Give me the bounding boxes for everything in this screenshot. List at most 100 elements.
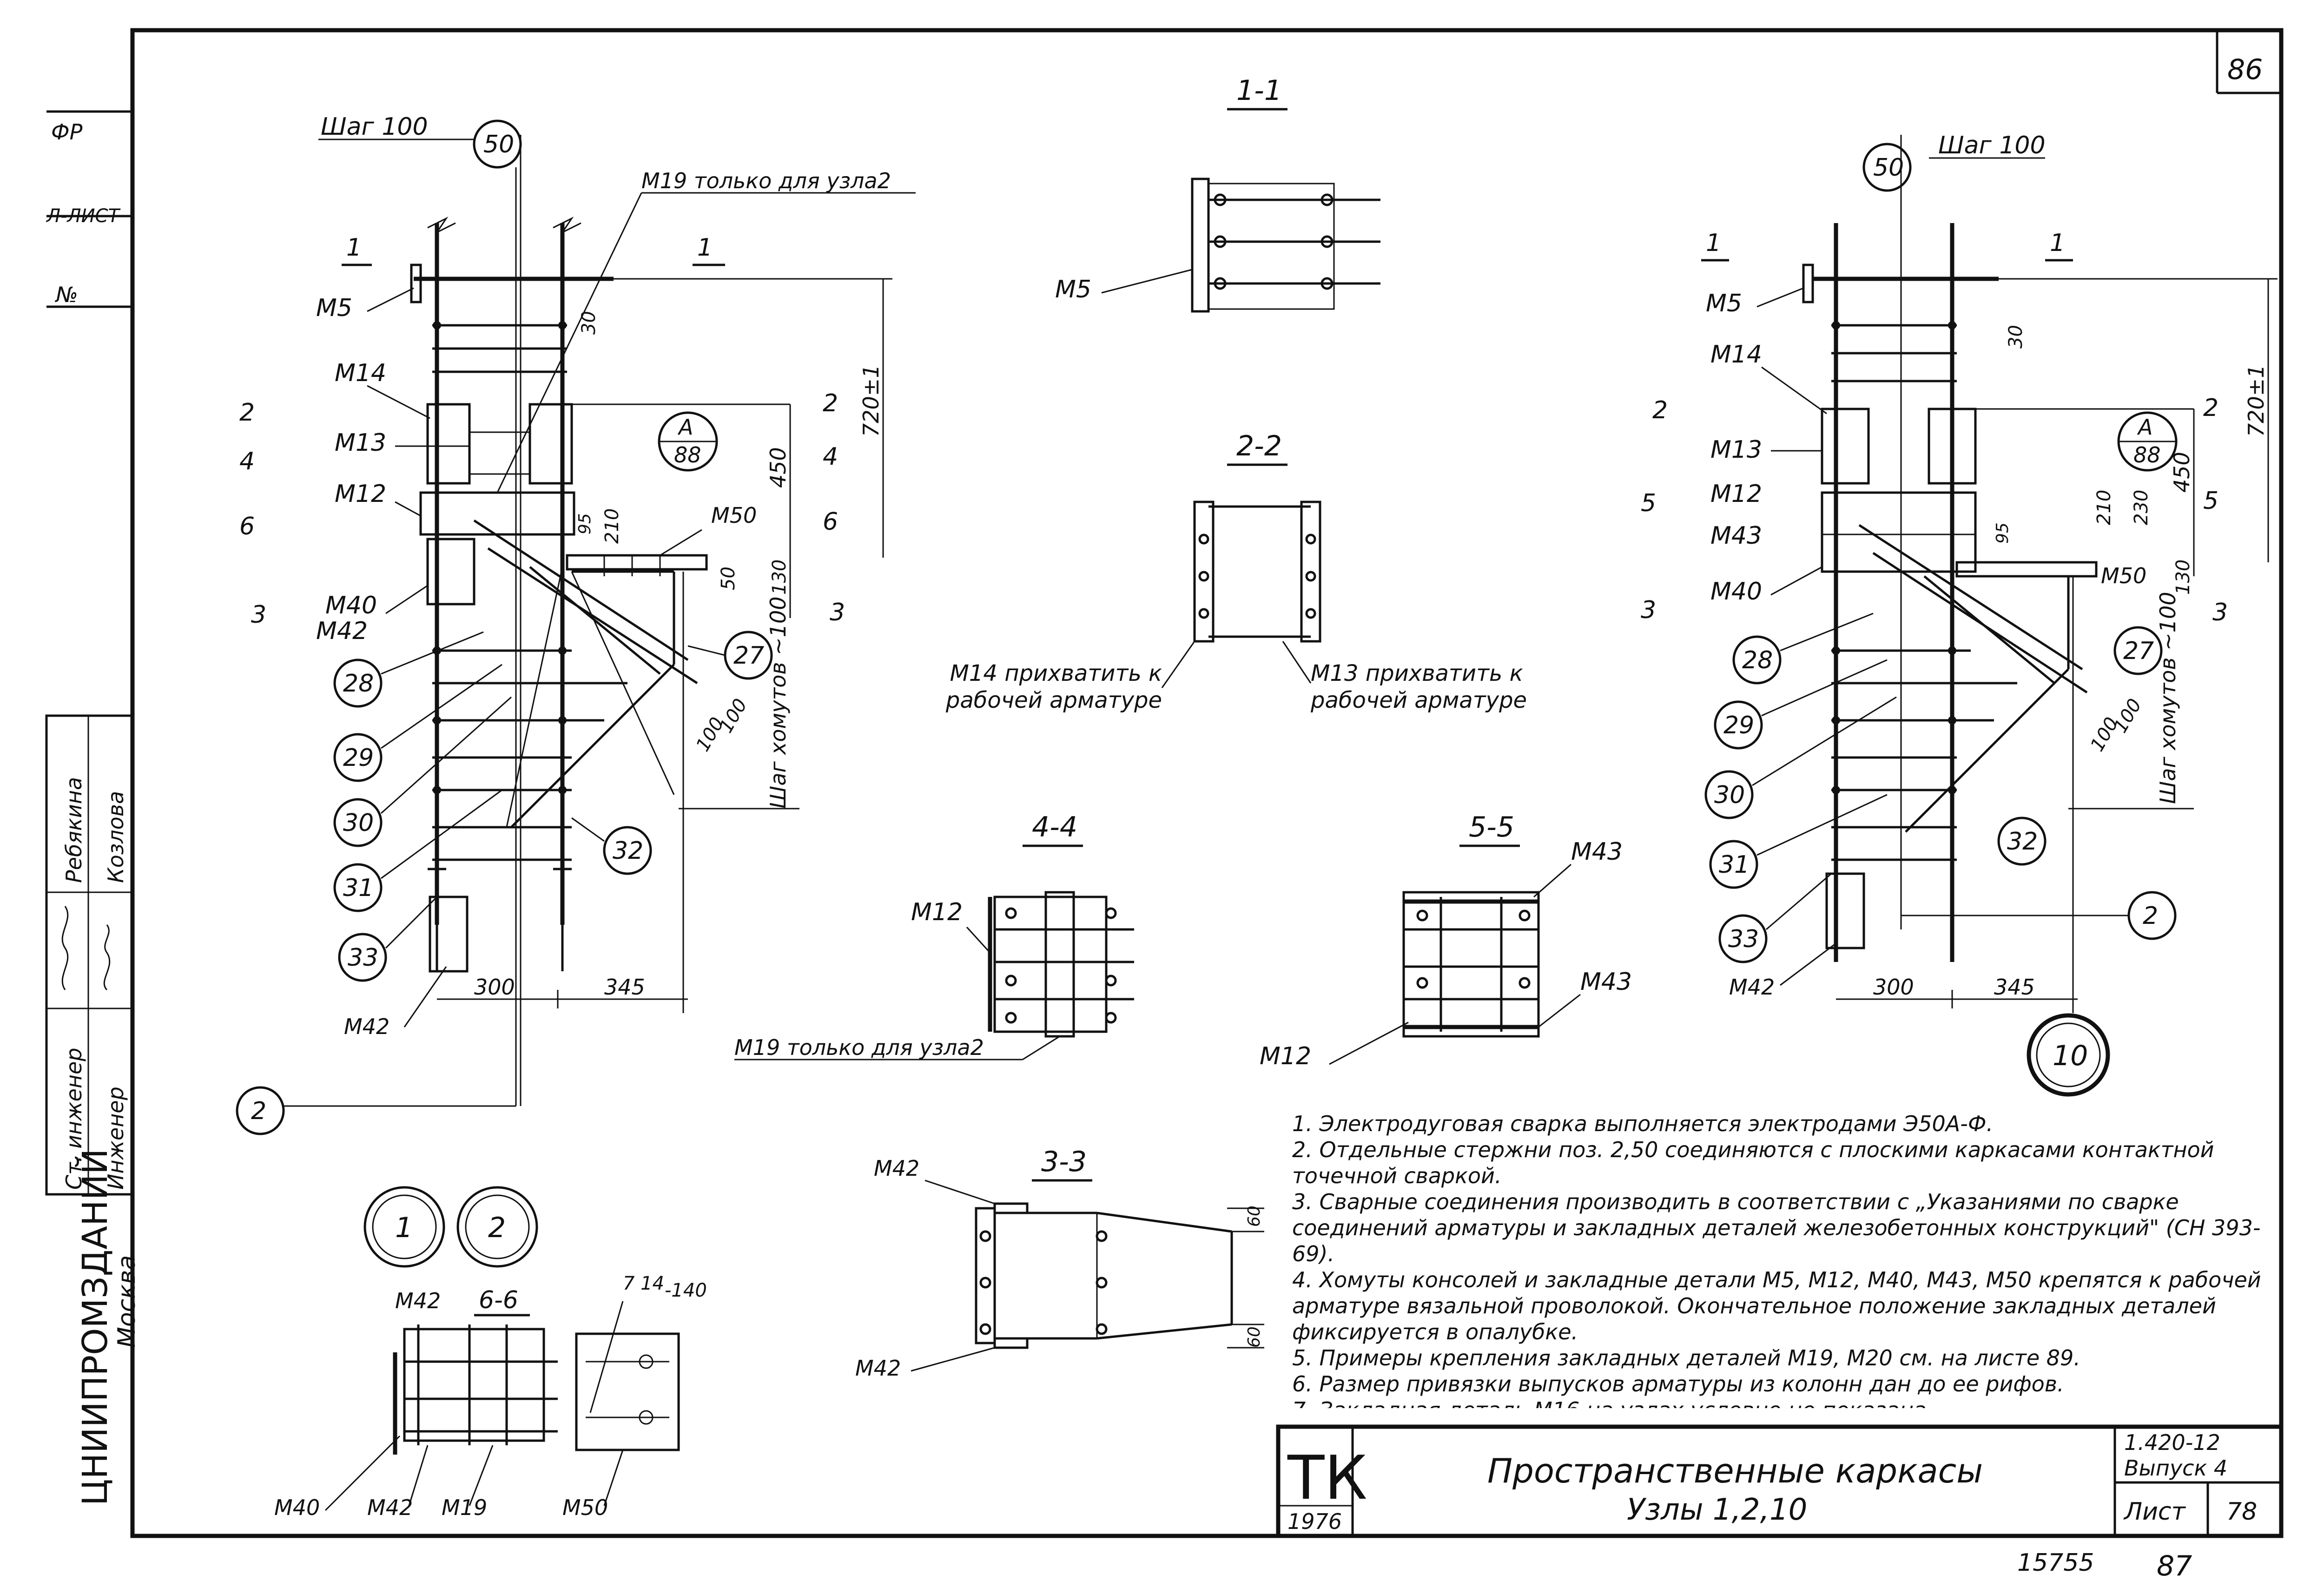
svg-text:М19: М19: [442, 1495, 487, 1520]
svg-text:М13: М13: [1710, 436, 1762, 464]
label-shag-hom-right: Шаг хомутов ~100: [2155, 592, 2180, 804]
name-rebyakina: Ребякина: [61, 777, 86, 883]
org-name: ЦНИИПРОМЗДАНИЙ: [74, 1149, 115, 1506]
label-shag100-left: Шаг 100: [321, 113, 428, 141]
svg-text:30: 30: [343, 809, 374, 837]
margin-label-list: Л-ЛИСТ: [46, 205, 121, 227]
svg-text:М40: М40: [274, 1495, 320, 1520]
svg-text:33: 33: [348, 944, 378, 972]
note-4: 4. Хомуты консолей и закладные детали М5…: [1292, 1267, 2261, 1344]
svg-text:5: 5: [1641, 489, 1656, 517]
svg-text:27: 27: [2123, 637, 2154, 665]
label-m5-left: М5: [316, 294, 352, 322]
note-1: 1. Электродуговая сварка выполняется эле…: [1292, 1111, 1994, 1136]
notes-block: 1. Электродуговая сварка выполняется эле…: [1292, 1111, 2273, 1408]
svg-text:М43: М43: [1710, 522, 1762, 550]
label-m19-uzel2-left: М19 только для узла2: [641, 168, 891, 193]
label-m14-left: М14: [335, 359, 386, 387]
svg-text:6: 6: [239, 513, 255, 540]
svg-text:М42: М42: [855, 1356, 901, 1381]
svg-text:300: 300: [474, 975, 515, 1000]
svg-text:2-2: 2-2: [1236, 430, 1282, 462]
note-5: 5. Примеры крепления закладных деталей М…: [1292, 1345, 2080, 1370]
svg-text:6: 6: [823, 508, 838, 536]
label-m13-privatit: М13 прихватить к рабочей арматуре: [1311, 660, 1527, 713]
svg-text:210: 210: [2093, 490, 2115, 525]
org-city: Москва: [113, 1255, 141, 1348]
svg-text:2: 2: [2143, 902, 2158, 930]
callouts-right: 27 28 29 30 31 32 33 2 10: [1704, 613, 2177, 1097]
section-6-6: 1 2 6-6 М42 7 14 -140 М40 М42 М19 М50: [274, 1186, 707, 1520]
label-m12-left: М12: [335, 480, 386, 508]
svg-text:2: 2: [2203, 394, 2218, 422]
callout-50-right: 50: [1873, 154, 1904, 182]
page-number: 86: [2227, 53, 2263, 86]
detail-bubble-a88-right: [2117, 411, 2178, 472]
title-block: ТК 1976 Пространственные каркасы Узлы 1,…: [1276, 1424, 2284, 1538]
svg-text:1: 1: [2050, 229, 2065, 257]
svg-text:88: 88: [2133, 442, 2161, 468]
svg-text:88: 88: [674, 442, 701, 468]
svg-text:450: 450: [766, 447, 791, 488]
svg-text:4: 4: [823, 443, 838, 471]
svg-text:М12: М12: [911, 898, 963, 926]
section-5-5: 5-5 М43 М43 М12: [1260, 811, 1632, 1070]
svg-text:230: 230: [2131, 490, 2152, 525]
svg-text:30: 30: [578, 311, 600, 335]
note-2: 2. Отдельные стержни поз. 2,50 соединяют…: [1292, 1137, 2214, 1188]
svg-text:130: 130: [769, 560, 790, 595]
svg-text:М40: М40: [1710, 578, 1762, 606]
svg-text:4-4: 4-4: [1032, 811, 1077, 843]
svg-text:М42: М42: [874, 1156, 919, 1181]
note-3: 3. Сварные соединения производить в соот…: [1292, 1189, 2261, 1266]
callout-50-left: 50: [483, 131, 514, 158]
svg-text:1: 1: [395, 1212, 413, 1244]
svg-text:27: 27: [733, 642, 764, 670]
margin-label-fr: ФР: [51, 119, 83, 145]
tk-mark: ТК: [1287, 1443, 1367, 1513]
signature-block: Ст. инженер Инженер Ребякина Козлова: [45, 714, 134, 1196]
svg-text:4: 4: [239, 448, 255, 475]
svg-text:М43: М43: [1571, 838, 1623, 866]
role-senior-engineer: Ст. инженер: [61, 1048, 86, 1190]
node-right-elevation: [1802, 135, 2098, 962]
year: 1976: [1287, 1509, 1342, 1534]
svg-text:60: 60: [1245, 1205, 1264, 1227]
label-m42-bottom-left: М42: [344, 1014, 390, 1039]
svg-text:720±1: 720±1: [858, 364, 884, 437]
svg-text:3: 3: [830, 599, 845, 626]
callouts-left: 27 28 29 30 31 32 33 2: [236, 631, 773, 1135]
signature-2: [103, 924, 111, 991]
svg-text:28: 28: [1742, 646, 1773, 674]
detail-bubble-a88-left: [658, 411, 718, 472]
svg-text:31: 31: [1719, 851, 1750, 879]
section-2-2: 2-2 М14 прихватить к рабочей арматуре М1…: [946, 430, 1527, 713]
label-shag100-right: Шаг 100: [1938, 132, 2046, 159]
series: 1.420-12: [2124, 1430, 2220, 1455]
svg-text:30: 30: [1714, 781, 1745, 809]
section-mark-1-left: 1: [346, 234, 362, 262]
stamp-number: 15755: [2017, 1549, 2094, 1577]
svg-text:1-1: 1-1: [1236, 74, 1282, 107]
note-7: 7. Закладная деталь М16 на узлах условно…: [1292, 1397, 2273, 1408]
svg-text:31: 31: [343, 874, 374, 902]
svg-text:7 14: 7 14: [623, 1273, 664, 1294]
svg-text:345: 345: [1994, 975, 2035, 1000]
svg-text:130: 130: [2172, 560, 2194, 595]
svg-text:М5: М5: [1055, 276, 1091, 303]
svg-text:720±1: 720±1: [2244, 364, 2269, 437]
issue: Выпуск 4: [2124, 1456, 2227, 1481]
label-shag-hom-left: Шаг хомутов ~100: [766, 597, 791, 809]
label-m13-left: М13: [335, 429, 386, 457]
svg-text:М12: М12: [1710, 480, 1762, 508]
signature-1: [61, 906, 69, 990]
svg-text:3-3: 3-3: [1041, 1146, 1087, 1178]
svg-text:30: 30: [2005, 325, 2027, 349]
svg-text:5-5: 5-5: [1469, 811, 1514, 843]
role-engineer: Инженер: [103, 1087, 128, 1190]
svg-text:33: 33: [1728, 925, 1759, 953]
svg-text:М50: М50: [2101, 563, 2146, 588]
svg-text:2: 2: [1652, 396, 1668, 424]
svg-text:3: 3: [1641, 596, 1656, 624]
svg-text:300: 300: [1873, 975, 1914, 1000]
